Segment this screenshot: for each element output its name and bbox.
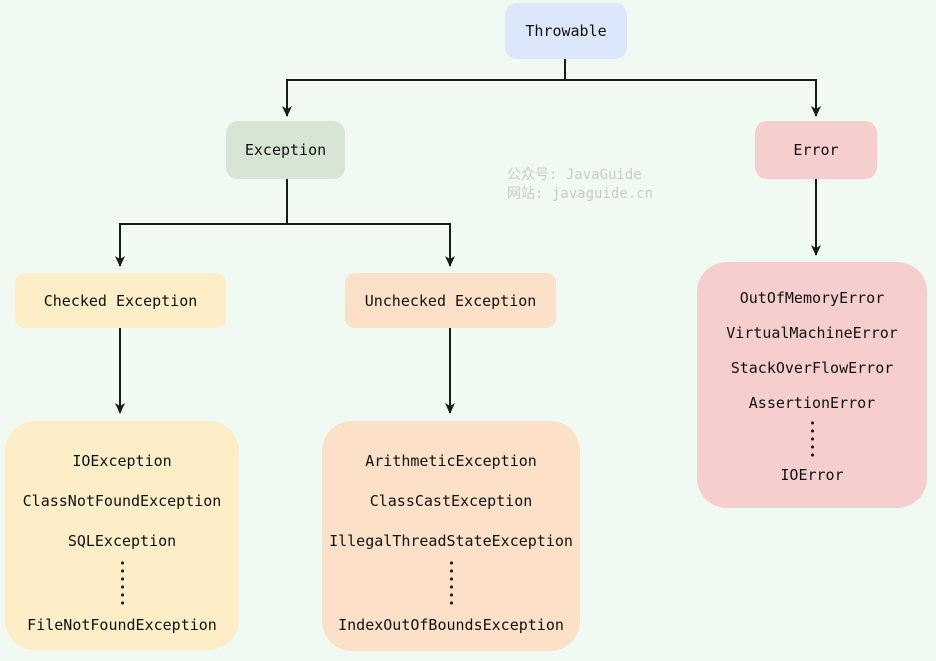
list-item: StackOverFlowError [730, 359, 894, 377]
ellipsis-dots [810, 419, 814, 459]
list-item: IOError [780, 466, 844, 484]
node-label: Unchecked Exception [364, 291, 537, 310]
watermark-line1: 公众号: JavaGuide [507, 167, 642, 183]
node-checked-exception: Checked Exception [15, 273, 226, 328]
node-unchecked-exception: Unchecked Exception [345, 273, 556, 328]
watermark: 公众号: JavaGuide 网站: javaguide.cn [507, 166, 653, 204]
list-item: OutOfMemoryError [739, 289, 885, 307]
node-error: Error [755, 121, 877, 179]
list-item: FileNotFoundException [27, 616, 217, 634]
list-item: ClassNotFoundException [22, 492, 222, 510]
list-item: ClassCastException [369, 492, 533, 510]
list-item: IndexOutOfBoundsException [338, 616, 564, 634]
node-throwable: Throwable [505, 3, 627, 59]
node-label: Checked Exception [43, 291, 198, 310]
list-item: IOException [72, 452, 172, 470]
node-exception: Exception [226, 121, 345, 179]
ellipsis-dots [449, 559, 453, 607]
list-item: ArithmeticException [365, 452, 537, 470]
watermark-line2: 网站: javaguide.cn [507, 186, 654, 202]
list-item: IllegalThreadStateException [329, 532, 573, 550]
list-item: AssertionError [748, 394, 876, 412]
node-label: Error [793, 141, 839, 159]
node-label: Exception [244, 141, 327, 159]
list-item: SQLException [67, 532, 177, 550]
list-item: VirtualMachineError [726, 324, 898, 342]
node-label: Throwable [525, 22, 607, 40]
ellipsis-dots [120, 559, 124, 607]
